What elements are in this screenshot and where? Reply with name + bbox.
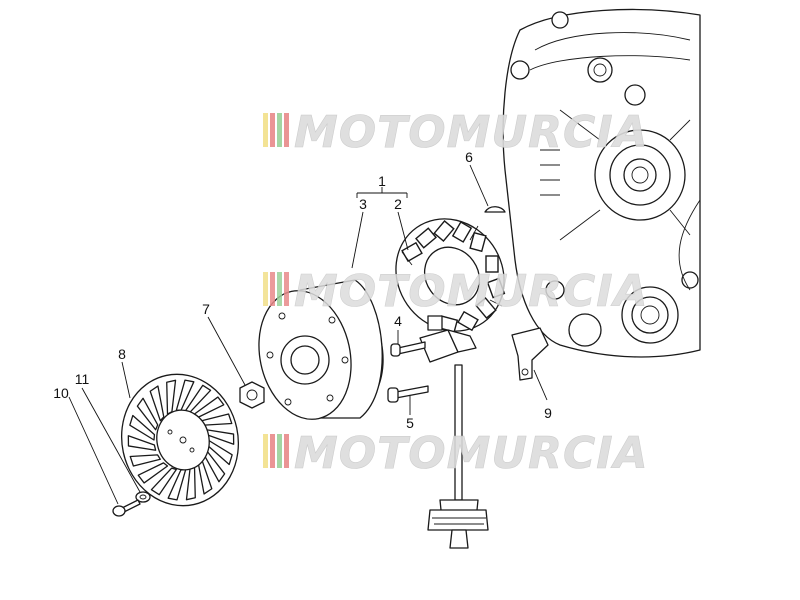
cable-connector	[427, 364, 489, 549]
woodruff-key	[484, 206, 506, 213]
watermark-bottom: MOTOMURCIA	[263, 428, 649, 479]
callout-9: 9	[544, 405, 552, 421]
fan-blade	[136, 397, 159, 431]
callout-8: 8	[118, 346, 126, 362]
cooling-fan	[120, 373, 240, 507]
callout-11: 11	[75, 371, 90, 387]
callout-7: 7	[202, 301, 210, 317]
fan-blade	[149, 385, 165, 422]
fan-blade	[127, 435, 157, 451]
callout-3: 3	[359, 196, 367, 212]
washer	[135, 491, 151, 503]
watermark-text-bottom: MOTOMURCIA	[294, 428, 649, 479]
screw-part-5	[387, 385, 429, 403]
callout-labels: 1 2 3 4 5 6 7 8 9 10 11	[53, 149, 552, 431]
callout-5: 5	[406, 415, 414, 431]
pickup-sensor	[419, 315, 477, 363]
fan-blade	[150, 467, 177, 496]
mounting-bracket	[511, 327, 549, 381]
stator-coil	[395, 218, 506, 333]
fan-blade	[129, 414, 156, 441]
callout-10: 10	[53, 385, 69, 401]
fan-blade	[129, 454, 161, 467]
watermark-text-top: MOTOMURCIA	[294, 107, 649, 158]
fan-blade	[137, 462, 169, 484]
callout-1: 1	[378, 173, 386, 189]
watermark-middle: MOTOMURCIA	[263, 266, 649, 317]
callout-4: 4	[394, 313, 402, 329]
crankcase-housing	[502, 8, 701, 358]
callout-6: 6	[465, 149, 473, 165]
screw-part-4	[390, 341, 426, 357]
callout-2: 2	[394, 196, 402, 212]
flywheel-rotor	[258, 279, 384, 420]
watermark-top: MOTOMURCIA	[263, 107, 649, 158]
leader-lines	[68, 164, 548, 505]
watermark-text-middle: MOTOMURCIA	[294, 266, 649, 317]
flywheel-nut	[239, 381, 265, 409]
fan-screw	[112, 499, 141, 517]
